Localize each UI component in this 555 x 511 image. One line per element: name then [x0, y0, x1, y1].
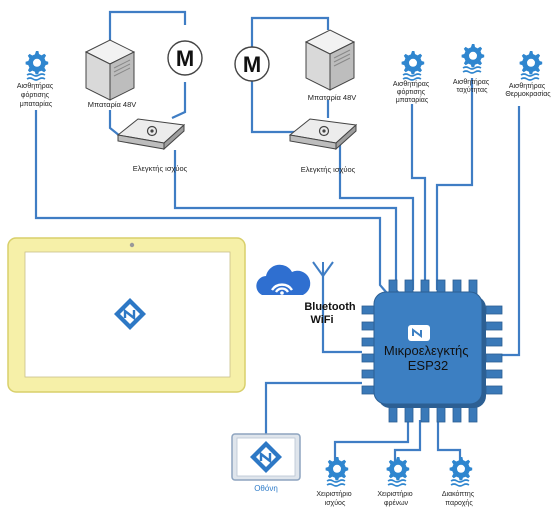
sensor-speed-line-1: Αισθητήρας	[453, 79, 490, 86]
gear-icon	[24, 50, 50, 81]
sensor-speed: Αισθητήρας ταχύτητας	[453, 43, 491, 94]
sensor-charge-right: Αισθητήρας φόρτισης μπαταρίας	[393, 50, 431, 104]
gear-icon	[324, 456, 350, 487]
wire-screen	[264, 381, 362, 436]
control-brake: Χειριστήριο φρένων	[377, 456, 414, 507]
wire-brake	[393, 420, 422, 468]
svg-text:Διακόπτης παροχής: Διακόπτης παροχής	[442, 490, 476, 507]
controller-right-label: Ελεγκτής ισχύος	[301, 165, 356, 174]
svg-text:Αισθητήρας φόρτισης: Αισθητήρας φόρτισης μπαταρίας	[393, 81, 431, 104]
throttle-line-2: ισχύος	[325, 499, 346, 507]
sensor-charge-left-line-2: φόρτισης	[21, 91, 50, 99]
screen-device: Οθόνη	[231, 433, 301, 493]
battery-box-icon	[85, 39, 135, 101]
wiring	[34, 10, 521, 468]
sensor-temperature-line-2: Θερμοκρασίας	[505, 90, 551, 98]
wireless-module: Bluetooth WiFi	[256, 261, 356, 326]
wire-switch	[436, 420, 462, 468]
wire-right-charge-sensor	[410, 104, 427, 290]
microcontroller-esp32: Μικροελεγκτής ESP32	[361, 279, 503, 423]
wire-throttle	[333, 420, 410, 465]
battery-box-icon	[305, 29, 355, 91]
svg-text:Μικροελεγκτής ESP32: Μικροελεγκτής ESP32	[384, 343, 472, 373]
tablet-camera	[129, 242, 135, 248]
mcu-label-line-1: Μικροελεγκτής	[384, 343, 469, 358]
motor-symbol-right: M	[243, 52, 261, 77]
sensor-charge-right-line-3: μπαταρίας	[396, 96, 429, 104]
wire-right-controller	[338, 140, 415, 290]
controller-left-label: Ελεγκτής ισχύος	[133, 164, 188, 173]
svg-text:Χειριστήριο φρένων: Χειριστήριο φρένων	[377, 491, 414, 507]
wifi-cloud-icon	[256, 264, 311, 295]
left-power-group: Μπαταρία 48V M Ελεγκτής ισχύος	[85, 39, 203, 173]
svg-text:Αισθητήρας φόρτισης: Αισθητήρας φόρτισης μπαταρίας	[17, 83, 55, 108]
brake-line-2: φρένων	[384, 499, 409, 507]
mcu-label-line-2: ESP32	[408, 358, 448, 373]
battery-right-label: Μπαταρία 48V	[308, 93, 357, 102]
sensor-charge-left-line-3: μπαταρίας	[20, 100, 53, 108]
gear-icon	[400, 50, 426, 81]
right-power-group: M Μπαταρία 48V Ελεγκτής ισχύος	[234, 29, 357, 174]
wifi-label: WiFi	[310, 314, 333, 326]
antenna-icon	[312, 261, 334, 290]
sensor-charge-right-line-2: φόρτισης	[397, 88, 426, 96]
wire-left-charge-sensor	[34, 110, 394, 301]
sensor-charge-left-line-1: Αισθητήρας	[17, 83, 54, 90]
screen-label: Οθόνη	[254, 484, 278, 493]
battery-left-label: Μπαταρία 48V	[88, 100, 137, 109]
control-throttle: Χειριστήριο ισχύος	[316, 456, 353, 507]
gear-icon	[460, 43, 486, 74]
svg-text:Χειριστήριο ισχύος: Χειριστήριο ισχύος	[316, 491, 353, 507]
chip-body	[373, 291, 483, 405]
sensor-temperature: Αισθητήρας Θερμοκρασίας	[505, 50, 551, 98]
switch-line-2: παροχής	[445, 500, 473, 507]
sensor-charge-right-line-1: Αισθητήρας	[393, 81, 430, 88]
gear-icon	[448, 456, 474, 487]
switch-line-1: Διακόπτης	[442, 490, 475, 498]
sensor-charge-left: Αισθητήρας φόρτισης μπαταρίας	[17, 50, 55, 108]
svg-text:Αισθητήρας Θερμοκρασίας: Αισθητήρας Θερμοκρασίας	[505, 83, 551, 98]
wire-right-motor-battery	[250, 16, 330, 48]
gear-icon	[518, 50, 544, 81]
brake-line-1: Χειριστήριο	[377, 491, 412, 498]
wire-left-battery-motor	[108, 10, 187, 40]
tablet-device	[7, 237, 246, 393]
power-controller-icon	[289, 118, 357, 150]
sensor-speed-line-2: ταχύτητας	[457, 86, 489, 94]
throttle-line-1: Χειριστήριο	[316, 491, 351, 498]
bluetooth-label: Bluetooth	[304, 301, 356, 313]
sensor-temperature-line-1: Αισθητήρας	[509, 83, 546, 90]
wire-antenna	[321, 270, 362, 354]
wire-temperature-sensor	[492, 106, 521, 357]
wire-right-motor-controller	[250, 80, 300, 134]
motor-symbol: M	[176, 46, 194, 71]
gear-icon	[385, 456, 411, 487]
control-power-switch: Διακόπτης παροχής	[442, 456, 476, 507]
wire-left-motor-controller	[171, 82, 187, 119]
chip-logo-icon	[408, 325, 430, 341]
svg-text:Αισθητήρας ταχύτητας: Αισθητήρας ταχύτητας	[453, 79, 491, 94]
wire-speed-sensor	[435, 78, 474, 290]
power-controller-icon	[117, 118, 185, 150]
